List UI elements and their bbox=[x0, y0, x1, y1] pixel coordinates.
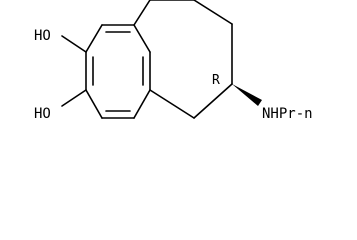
bond-c2-c9 bbox=[133, 0, 151, 26]
bond-c2-c3 bbox=[133, 24, 151, 53]
hydroxyl-bonds bbox=[61, 35, 87, 107]
bond-c8-c1 bbox=[85, 24, 103, 53]
chemical-structure-diagram: HO HO R NHPr-n bbox=[34, 0, 313, 122]
hydroxyl-top-label: HO bbox=[34, 28, 51, 44]
stereo-descriptor-label: R bbox=[212, 73, 220, 88]
hydroxyl-bottom-label: HO bbox=[34, 106, 51, 122]
bond-c7-o-bottom bbox=[61, 89, 87, 107]
aromatic-ring bbox=[85, 24, 151, 119]
amine-group-label: NHPr-n bbox=[262, 106, 313, 122]
bond-c12-c13 bbox=[193, 83, 233, 119]
saturated-ring bbox=[133, 0, 233, 119]
bond-c10-c11 bbox=[193, 0, 233, 25]
wedge-bond-to-nitrogen bbox=[232, 84, 262, 106]
bond-c6-c7 bbox=[85, 89, 103, 119]
bond-c13-c5 bbox=[149, 89, 195, 119]
bond-c4-c5 bbox=[133, 89, 151, 119]
bond-c8-o-top bbox=[61, 35, 87, 53]
